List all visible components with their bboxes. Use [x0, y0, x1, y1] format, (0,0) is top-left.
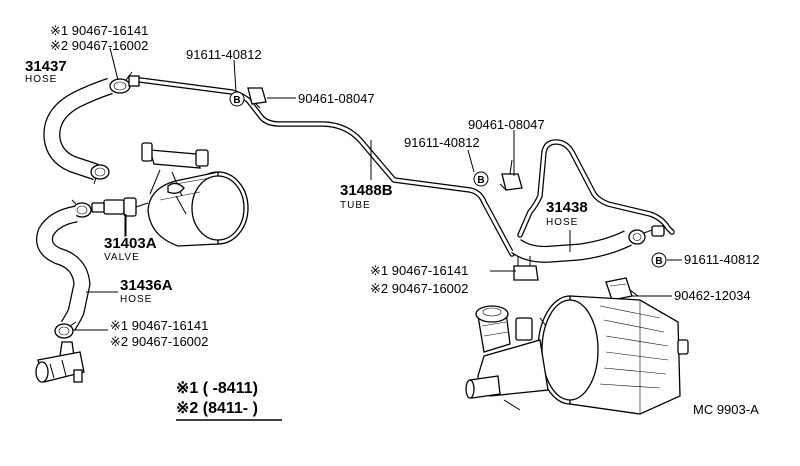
- label-hose-31437-number: 31437: [25, 58, 67, 75]
- tube-right-loop: [517, 139, 675, 238]
- label-clamp-90461-top: 90461-08047: [298, 91, 375, 106]
- hose-31438: [511, 230, 632, 263]
- label-valve-number: 31403A: [104, 235, 157, 252]
- note-1: ※1 ( -8411): [176, 380, 258, 397]
- clamp-hose-31437-top: [109, 71, 140, 94]
- marker-b-top-label: B: [233, 95, 240, 106]
- valve-31403a: [91, 197, 149, 237]
- diagram-code: MC 9903-A: [693, 402, 759, 417]
- marker-b-mid-label: B: [477, 175, 484, 186]
- label-hose-31436a-name: HOSE: [120, 294, 152, 305]
- marker-b-top: B: [229, 91, 245, 107]
- label-topleft-2: ※2 90467-16002: [50, 38, 148, 53]
- notes-legend: ※1 ( -8411) ※2 (8411- ): [176, 380, 282, 421]
- label-mid-1: ※1 90467-16141: [370, 263, 468, 278]
- clamp-hose-31436a-bottom: [54, 321, 77, 339]
- label-hose-31438-number: 31438: [546, 199, 588, 216]
- label-clip-91611-top: 91611-40812: [186, 47, 262, 62]
- label-clamp-90461-mid: 90461-08047: [468, 117, 545, 132]
- clamp-hose-31438-right: [628, 225, 665, 245]
- brake-booster: [537, 295, 689, 415]
- label-hose-31438-name: HOSE: [546, 217, 578, 228]
- label-tube-number: 31488B: [340, 182, 393, 199]
- marker-b-mid: B: [473, 171, 489, 187]
- hose-31436a: [36, 205, 91, 331]
- label-valve-name: VALVE: [104, 252, 140, 263]
- clamp-90461-top: [247, 87, 267, 109]
- leader-lines: [72, 47, 682, 331]
- hose-31437: [43, 77, 113, 181]
- note-2: ※2 (8411- ): [176, 400, 258, 417]
- marker-b-right-label: B: [655, 256, 662, 267]
- label-mid-2: ※2 90467-16002: [370, 281, 468, 296]
- clamp-90461-mid: [499, 159, 523, 191]
- label-clamp-90462: 90462-12034: [674, 288, 751, 303]
- valve-canister: [141, 142, 249, 247]
- label-tube-name: TUBE: [340, 200, 371, 211]
- bottom-fitting: [35, 341, 85, 383]
- master-cylinder: [465, 305, 549, 411]
- label-hose-31436a-number: 31436A: [120, 277, 173, 294]
- label-hose-31437-name: HOSE: [25, 74, 57, 85]
- clip-90462-12034: [605, 277, 639, 301]
- label-bottomleft-2: ※2 90467-16002: [110, 334, 208, 349]
- clamp-hose-31437-bottom: [90, 164, 110, 185]
- label-bottomleft-1: ※1 90467-16141: [110, 318, 208, 333]
- clamp-hose-31438-left: [513, 256, 539, 281]
- label-clip-91611-right: 91611-40812: [684, 252, 760, 267]
- marker-b-right: B: [651, 252, 667, 268]
- label-clip-91611-mid: 91611-40812: [404, 135, 480, 150]
- label-topleft-1: ※1 90467-16141: [50, 23, 148, 38]
